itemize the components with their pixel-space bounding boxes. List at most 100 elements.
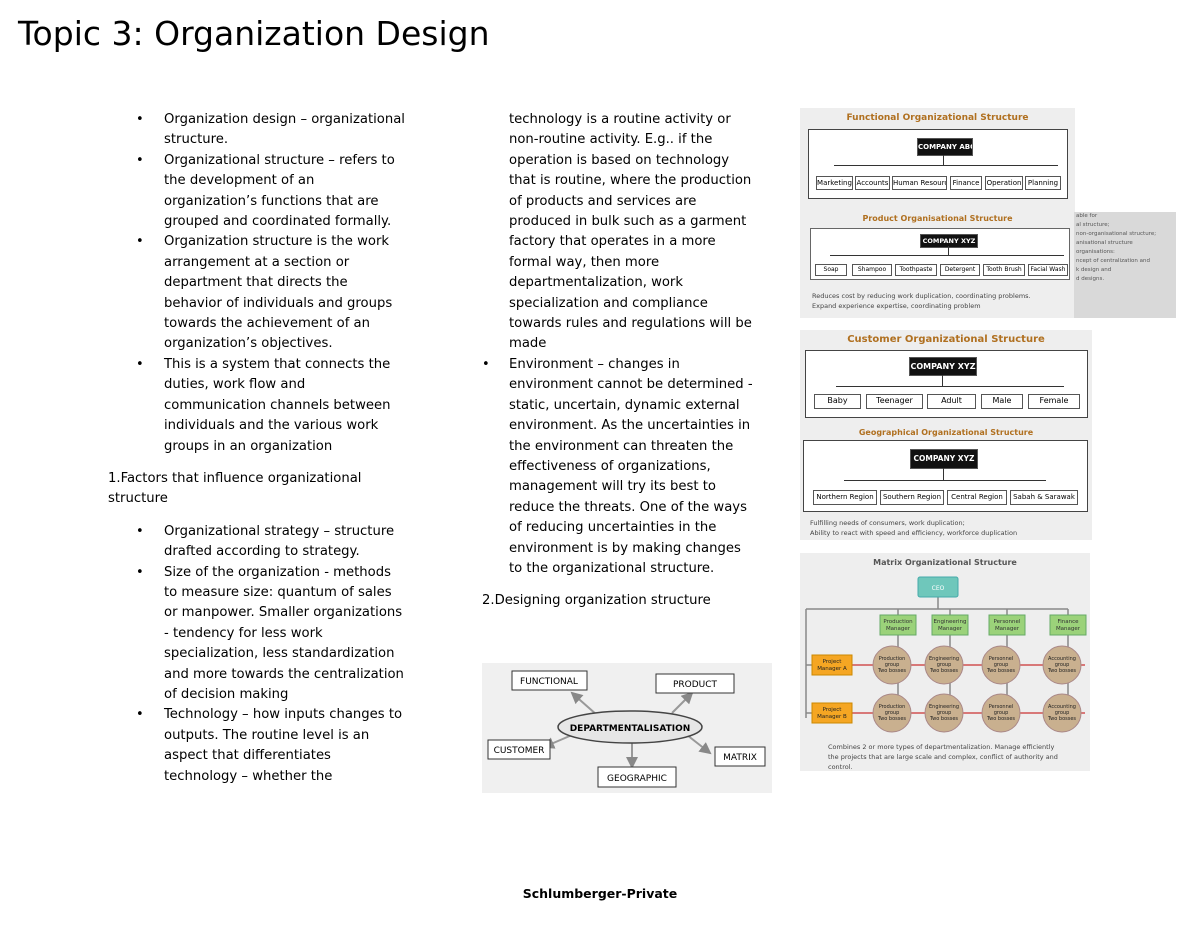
customer-child: Female	[1028, 394, 1080, 409]
geographic-child: Central Region	[947, 490, 1007, 505]
geographic-note-2: Ability to react with speed and efficien…	[810, 529, 1018, 537]
customer-title: Customer Organizational Structure	[847, 334, 1045, 345]
matrix-group-label: group	[1055, 710, 1070, 716]
matrix-manager-label: Personnel	[994, 619, 1021, 625]
departmentalisation-svg: DEPARTMENTALISATION FUNCTIONAL PRODUCT C…	[487, 670, 766, 788]
matrix-group-label: Personnel	[989, 656, 1013, 662]
geographic-note-1: Fulfilling needs of consumers, work dupl…	[810, 519, 965, 527]
text-column-2: technology is a routine activity or non-…	[482, 110, 754, 612]
product-child: Tooth Brush	[983, 264, 1025, 276]
customer-child: Teenager	[866, 394, 923, 409]
matrix-manager-label: Finance	[1057, 619, 1079, 625]
center-ellipse	[557, 710, 703, 744]
list-item: Organization structure is the work arran…	[108, 232, 408, 354]
matrix-note-3: control.	[828, 763, 853, 771]
list-item: Organizational structure – refers to the…	[108, 151, 408, 233]
section-heading-designing: 2.Designing organization structure	[482, 593, 711, 609]
node-geographic: GEOGRAPHIC	[607, 774, 667, 784]
product-note-2: Expand experience expertise, coordinatin…	[812, 302, 981, 310]
page-title: Topic 3: Organization Design	[18, 14, 490, 53]
functional-title: Functional Organizational Structure	[846, 113, 1029, 123]
matrix-manager-label: Manager	[995, 626, 1020, 632]
matrix-project-label: Project	[823, 707, 843, 713]
matrix-group-label: Two bosses	[1047, 716, 1076, 722]
side-text-line: anisational structure	[1076, 240, 1133, 246]
node-matrix: MATRIX	[723, 753, 757, 763]
matrix-title: Matrix Organizational Structure	[873, 558, 1017, 567]
list-item: Organization design – organizational str…	[108, 110, 408, 151]
product-child: Detergent	[940, 264, 980, 276]
side-text-line: organisations:	[1076, 249, 1115, 255]
matrix-group-label: group	[994, 662, 1009, 668]
matrix-manager-label: Production	[883, 619, 913, 625]
customer-geographic-image: Customer Organizational Structure COMPAN…	[800, 330, 1092, 540]
matrix-group-label: Personnel	[989, 704, 1013, 710]
functional-child: Accounts	[855, 176, 890, 190]
matrix-group-label: Two bosses	[877, 668, 906, 674]
continued-paragraph: technology is a routine activity or non-…	[509, 112, 752, 352]
matrix-manager-label: Manager	[886, 626, 911, 632]
matrix-group-label: Production	[879, 656, 906, 662]
geographic-child: Southern Region	[880, 490, 944, 505]
matrix-group-label: Engineering	[929, 656, 959, 662]
matrix-group-label: Accounting	[1048, 656, 1076, 662]
matrix-ceo-box	[917, 576, 959, 598]
matrix-manager-box	[988, 614, 1026, 636]
matrix-group-label: Accounting	[1048, 704, 1076, 710]
matrix-group-label: Two bosses	[986, 716, 1015, 722]
footer-classification: Schlumberger-Private	[522, 886, 678, 901]
matrix-group-label: group	[994, 710, 1009, 716]
functional-product-image: Functional Organizational Structure COMP…	[800, 108, 1075, 318]
matrix-manager-box	[879, 614, 917, 636]
matrix-manager-box	[1049, 614, 1087, 636]
product-child: Soap	[815, 264, 847, 276]
bullet-list-environment: Environment – changes in environment can…	[482, 355, 754, 579]
side-text-line: d designs.	[1076, 276, 1105, 282]
geographic-child: Northern Region	[813, 490, 877, 505]
matrix-manager-box	[931, 614, 969, 636]
bullet-list-definitions: Organization design – organizational str…	[108, 110, 408, 457]
matrix-group-label: group	[885, 662, 900, 668]
matrix-project-label: Manager B	[817, 714, 847, 720]
geographic-root: COMPANY XYZ	[910, 449, 978, 469]
list-item: Technology – how inputs changes to outpu…	[108, 705, 408, 787]
product-child: Facial Wash	[1028, 264, 1068, 276]
matrix-structure-image: Matrix Organizational Structure CEO Prod…	[800, 553, 1090, 771]
node-customer: CUSTOMER	[494, 746, 545, 756]
matrix-note-2: the projects that are large scale and co…	[828, 753, 1058, 761]
functional-root: COMPANY ABC	[917, 138, 973, 156]
section-heading-factors: 1.Factors that influence organizational …	[108, 470, 362, 507]
functional-child: Human Resource	[892, 176, 947, 190]
matrix-group-label: Engineering	[929, 704, 959, 710]
product-child: Shampoo	[852, 264, 892, 276]
list-item: Size of the organization - methods to me…	[108, 563, 408, 706]
matrix-note-1: Combines 2 or more types of departmental…	[828, 743, 1055, 751]
matrix-group-label: group	[937, 710, 952, 716]
functional-child: Marketing	[816, 176, 853, 190]
customer-root: COMPANY XYZ	[909, 357, 977, 376]
functional-child: Operation	[985, 176, 1023, 190]
customer-child: Adult	[927, 394, 976, 409]
matrix-group-label: group	[885, 710, 900, 716]
side-text-line: k design and	[1076, 267, 1112, 273]
functional-child: Planning	[1025, 176, 1061, 190]
side-text-line: non-organisational structure;	[1076, 231, 1157, 237]
node-product: PRODUCT	[673, 680, 718, 690]
matrix-project-label: Manager A	[817, 666, 847, 672]
list-item: This is a system that connects the dutie…	[108, 355, 408, 457]
side-text-line: ncept of centralization and	[1076, 258, 1150, 264]
matrix-group-label: Two bosses	[929, 668, 958, 674]
side-text-line: able for	[1076, 213, 1098, 219]
matrix-manager-label: Engineering	[934, 619, 967, 625]
customer-child: Baby	[814, 394, 861, 409]
matrix-ceo-label: CEO	[932, 585, 945, 592]
functional-child: Finance	[950, 176, 982, 190]
customer-child: Male	[981, 394, 1023, 409]
matrix-group-label: group	[1055, 662, 1070, 668]
text-column-1: Organization design – organizational str…	[108, 110, 408, 787]
node-functional: FUNCTIONAL	[520, 677, 578, 687]
matrix-group-label: Production	[879, 704, 906, 710]
matrix-project-box	[811, 702, 853, 724]
departmentalisation-diagram: DEPARTMENTALISATION FUNCTIONAL PRODUCT C…	[482, 663, 772, 793]
matrix-project-box	[811, 654, 853, 676]
